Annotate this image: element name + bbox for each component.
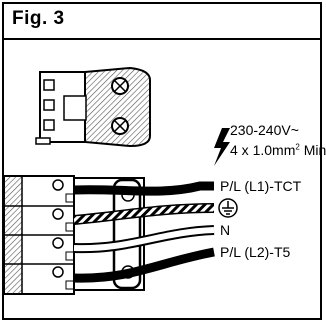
wire-earth — [73, 203, 215, 225]
earth-ground-icon — [218, 198, 238, 218]
connector-plug-top — [35, 66, 151, 148]
figure-title: Fig. 3 — [12, 8, 65, 29]
title-divider — [4, 38, 320, 40]
wire-label-neutral: N — [220, 222, 231, 238]
lightning-bolt-icon — [214, 128, 230, 166]
cable-spec-suffix: Min. — [303, 142, 326, 158]
wire-label-l1: P/L (L1)-TCT — [220, 178, 302, 194]
terminal-block — [3, 175, 75, 295]
cable-spec-prefix: 4 x 1.0mm — [230, 142, 296, 158]
voltage-label: 230-240V~ — [230, 122, 299, 138]
cable-spec-label: 4 x 1.0mm2 Min. — [230, 142, 326, 158]
wire-label-l2: P/L (L2)-T5 — [220, 244, 291, 260]
wire-neutral — [73, 225, 215, 254]
wire-l2 — [73, 247, 215, 283]
wire-l1 — [73, 181, 214, 196]
cable-spec-superscript: 2 — [295, 142, 300, 152]
